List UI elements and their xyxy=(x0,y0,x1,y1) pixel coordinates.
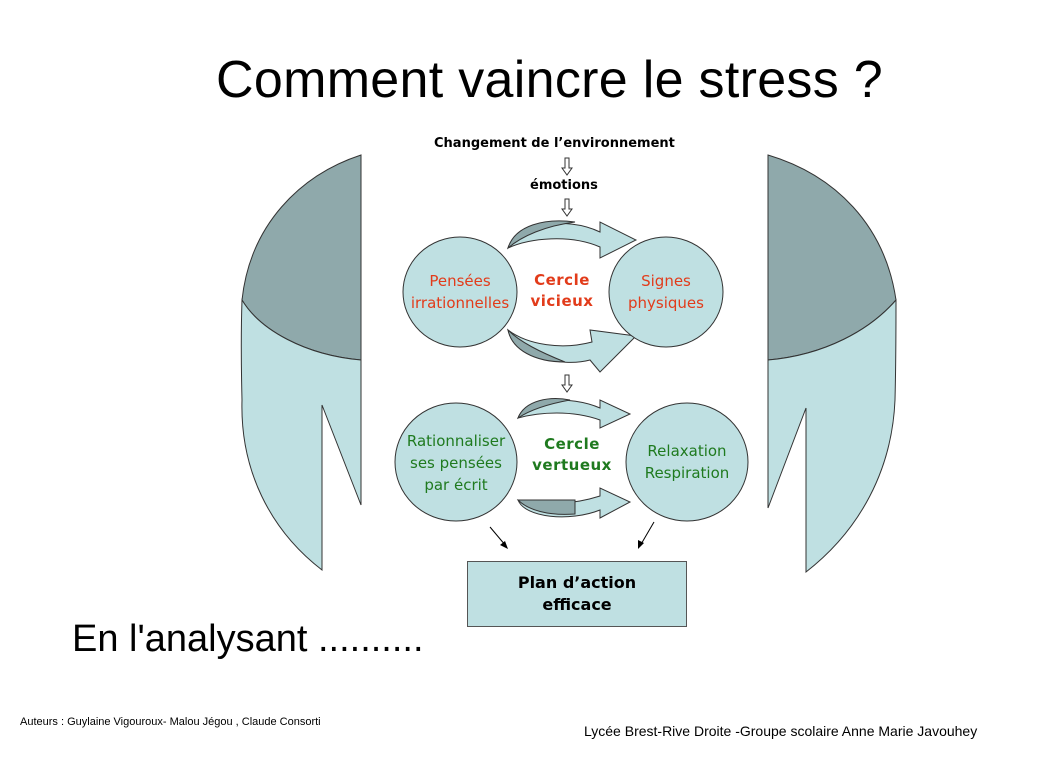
plan-action-box: Plan d’action efficace xyxy=(467,561,687,627)
thin-arrow-left xyxy=(489,526,508,549)
rationnaliser-text: Rationnaliser ses pensées par écrit xyxy=(406,432,506,494)
page-title: Comment vaincre le stress ? xyxy=(216,51,883,109)
circle-relaxation xyxy=(625,402,749,522)
environment-change-label: Changement de l’environnement xyxy=(434,136,675,151)
circle-signes xyxy=(608,236,724,348)
pensees-irrationnelles-text: Pensées irrationnelles xyxy=(410,272,510,312)
cercle-vertueux-label: Cercle vertueux xyxy=(532,435,612,474)
vicious-top-arrow xyxy=(507,220,638,259)
vicious-bottom-arrow xyxy=(507,328,638,373)
relaxation-respiration-text: Relaxation Respiration xyxy=(644,442,730,482)
signes-physiques-text: Signes physiques xyxy=(628,272,704,312)
cercle-vicieux-label: Cercle vicieux xyxy=(530,271,594,310)
right-big-arrow xyxy=(767,154,897,574)
down-arrow-2 xyxy=(561,198,573,217)
emotions-label: émotions xyxy=(530,178,598,193)
analyse-caption: En l'analysant .......... xyxy=(72,618,424,660)
circle-rationnaliser xyxy=(394,402,518,522)
plan-line-1: Plan d’action xyxy=(517,573,637,592)
school-footer: Lycée Brest-Rive Droite -Groupe scolaire… xyxy=(584,723,978,739)
circle-pensees xyxy=(402,236,518,348)
virtuous-bottom-arrow xyxy=(516,487,632,519)
down-arrow-1 xyxy=(561,157,573,176)
thin-arrow-right xyxy=(638,521,655,549)
down-arrow-3 xyxy=(561,374,573,393)
virtuous-top-arrow xyxy=(516,398,632,429)
plan-line-2: efficace xyxy=(542,595,612,614)
left-big-arrow xyxy=(240,154,362,572)
authors-footer: Auteurs : Guylaine Vigouroux- Malou Jégo… xyxy=(20,716,321,728)
